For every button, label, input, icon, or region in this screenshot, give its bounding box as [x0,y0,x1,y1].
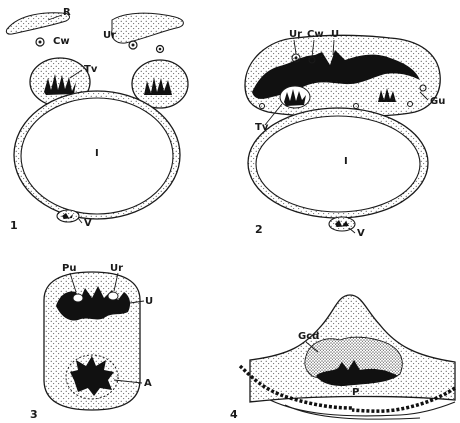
fig2-label-ur: Ur [289,29,302,40]
fig1-label-r: R [63,7,71,18]
fig1-ventral-vessel [57,210,79,222]
fig2-label-v: V [357,228,365,239]
fig2-label-u: U [331,29,339,40]
fig1-label-ur: Ur [103,30,116,41]
fig3-label-ur: Ur [110,263,123,274]
fig2-number: 2 [255,223,263,236]
fig4-label-gcd: Gcd [298,331,319,342]
figure-1: R Cw Ur Tv I V 1 [6,7,188,232]
fig2-tv-gland [280,86,310,108]
fig4-number: 4 [230,408,238,421]
fig2-ventral-vessel [329,217,355,231]
fig1-r-fragment-right [112,13,184,43]
figure-2: Ur Cw U Gu Tv I V 2 [245,29,445,239]
fig3-label-u: U [145,296,153,307]
fig1-label-i: I [95,148,99,159]
figure-4: Gcd P 4 [230,295,455,421]
fig1-label-tv: Tv [84,64,98,75]
fig1-label-v: V [84,218,92,229]
fig2-label-cw: Cw [307,29,324,40]
fig4-label-p: P [352,387,359,398]
fig2-label-i: I [344,156,348,167]
fig3-label-a: A [144,378,152,389]
figure-3: Pu Ur U A 3 [30,263,153,421]
fig2-label-gu: Gu [430,96,445,107]
fig3-number: 3 [30,408,38,421]
fig1-number: 1 [10,219,18,232]
fig3-label-pu: Pu [62,263,76,274]
fig2-intestine [248,108,428,218]
fig2-label-tv: Tv [255,122,269,133]
fig1-label-cw: Cw [53,36,70,47]
